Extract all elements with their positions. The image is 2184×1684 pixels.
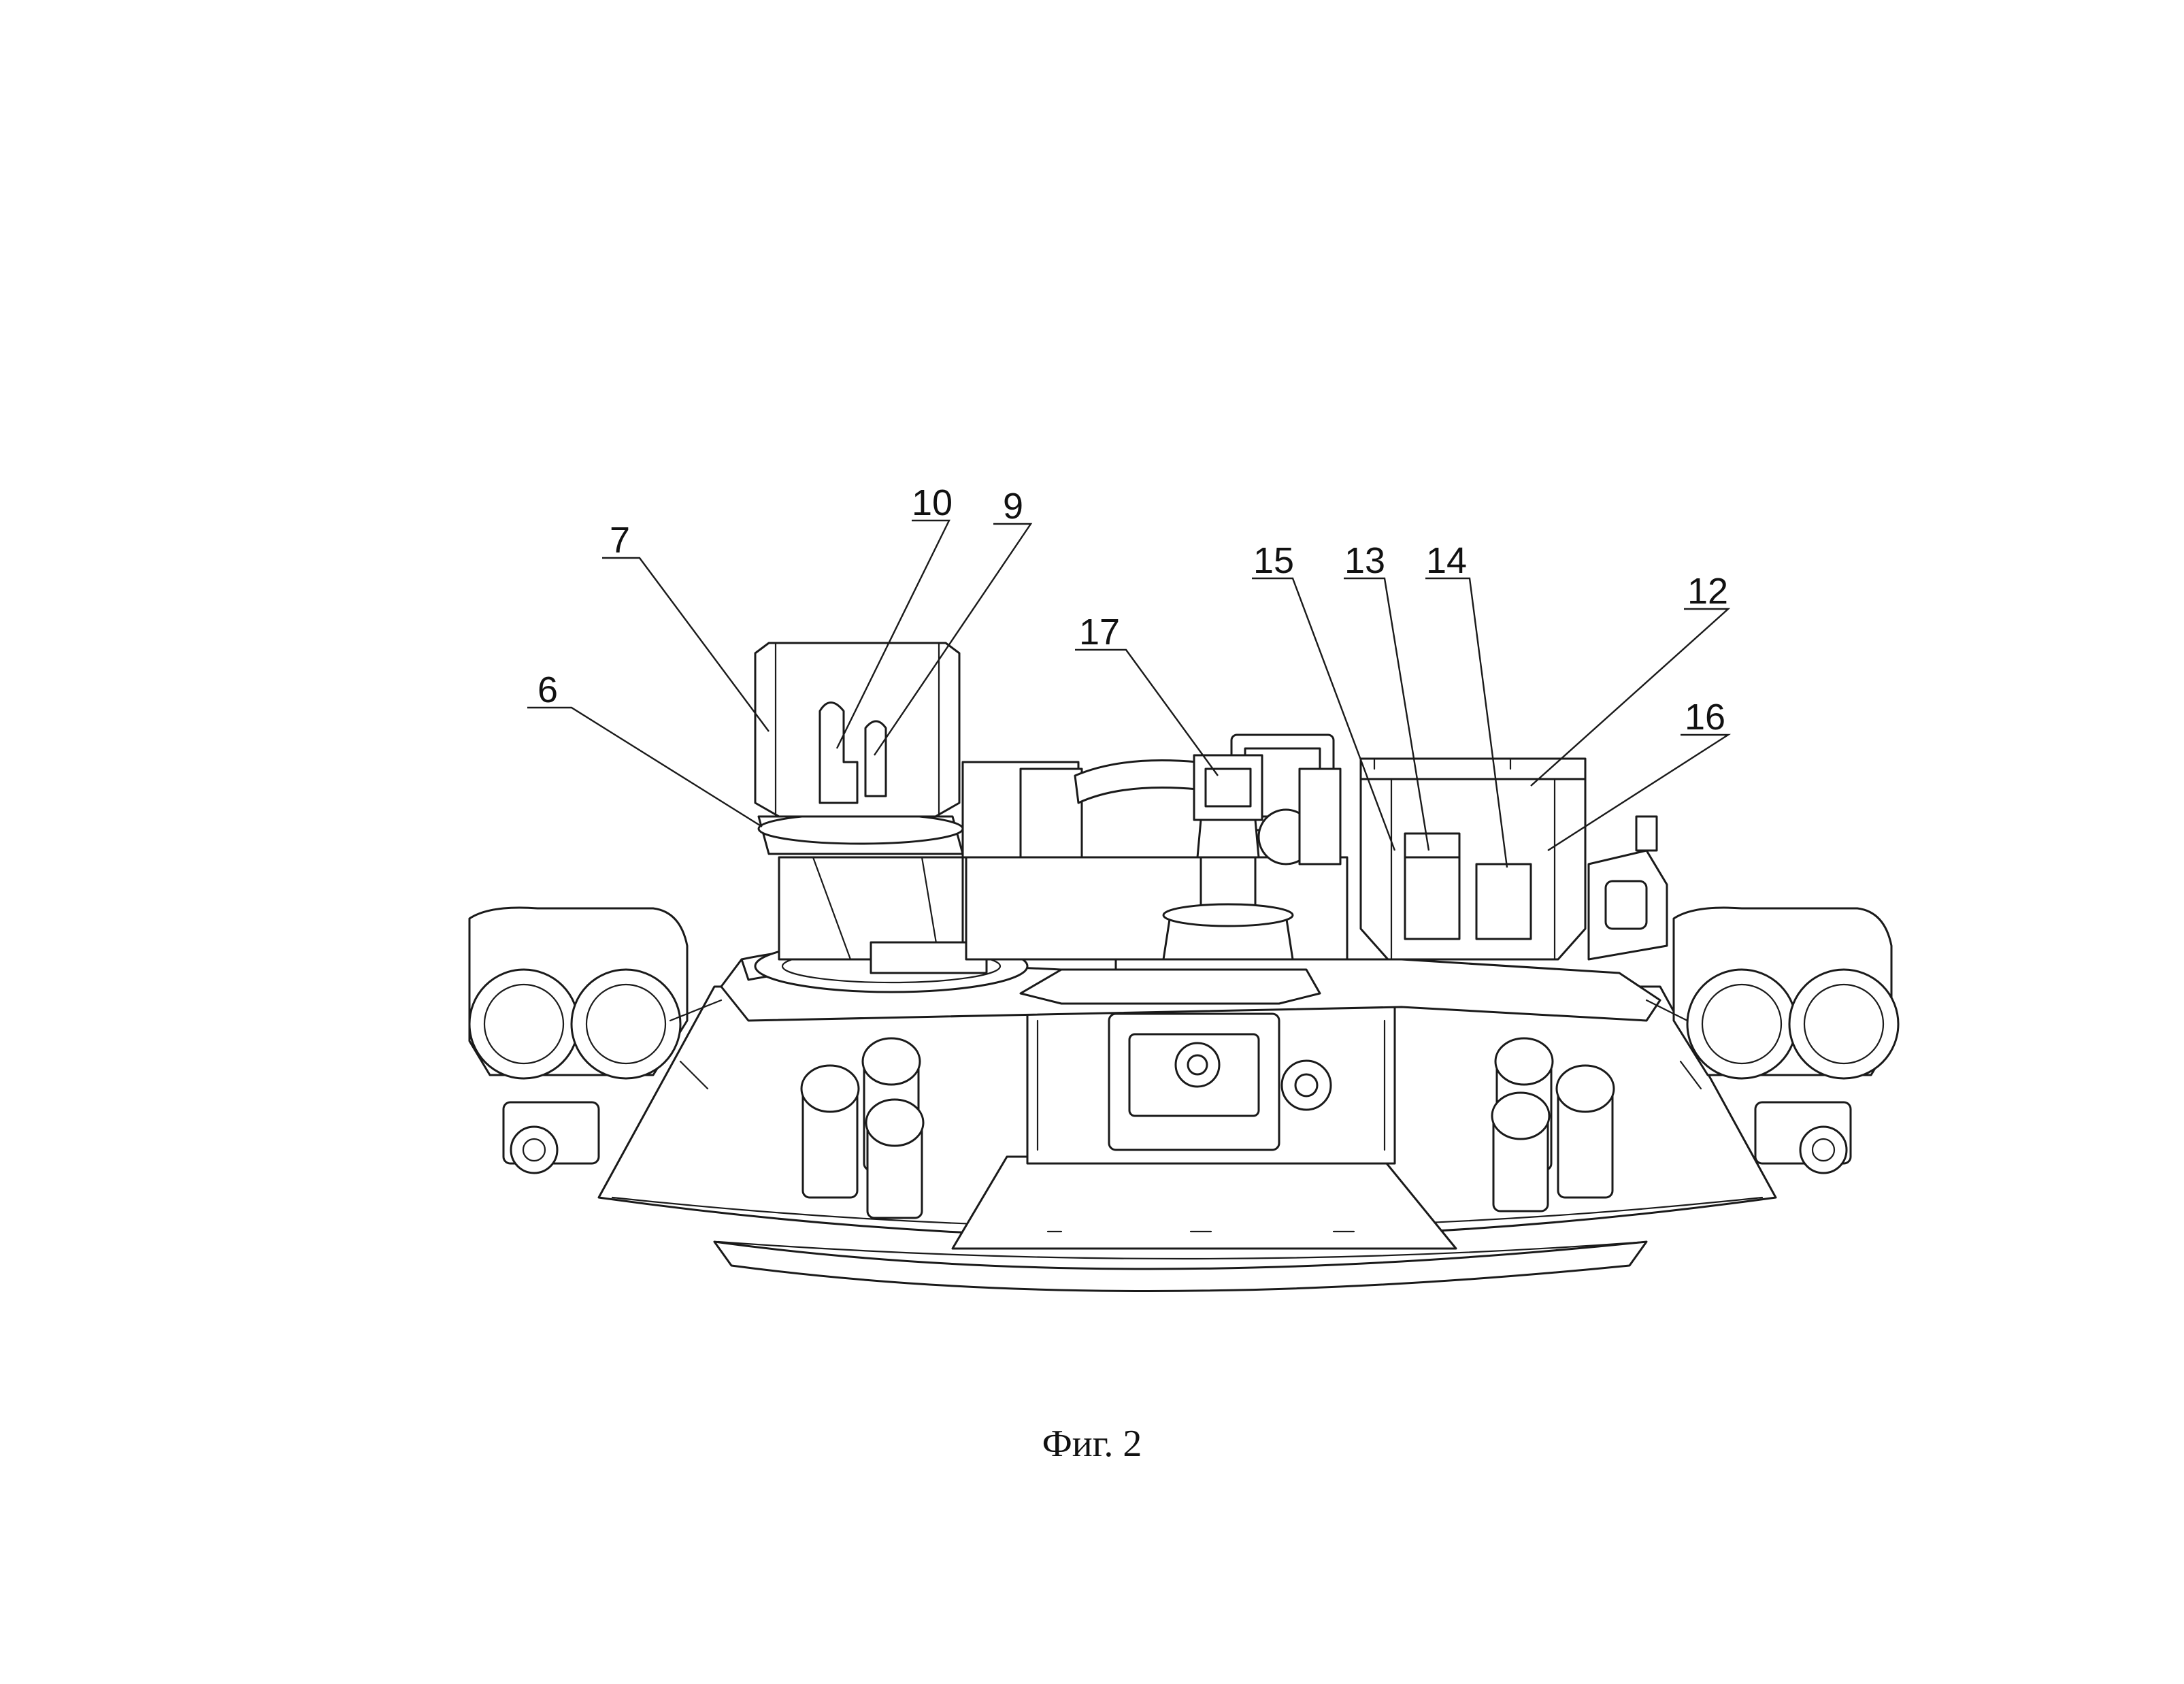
leader-9 <box>874 523 1033 756</box>
leader-17 <box>1075 648 1219 776</box>
right-grenade-tubes <box>1491 1037 1615 1212</box>
callout-16: 16 <box>1685 697 1725 738</box>
leader-12 <box>1530 608 1731 787</box>
leader-16 <box>1547 733 1732 852</box>
leader-10 <box>835 519 950 749</box>
leader-6 <box>527 706 763 828</box>
figure-caption: Фиг. 2 <box>1042 1423 1142 1465</box>
leader-15 <box>1252 577 1396 851</box>
right-launcher-pod <box>1645 906 1900 1174</box>
callout-7: 7 <box>610 520 630 561</box>
leader-lines <box>527 519 1732 868</box>
leader-7 <box>602 557 770 732</box>
callout-9: 9 <box>1003 486 1023 527</box>
left-box-assembly <box>754 642 988 974</box>
leader-14 <box>1425 577 1508 868</box>
rear-upper-modules <box>961 733 1349 961</box>
right-block <box>1359 757 1668 961</box>
callout-13: 13 <box>1344 540 1385 581</box>
left-grenade-tubes <box>800 1037 925 1219</box>
central-front-box <box>951 1006 1457 1250</box>
callout-17: 17 <box>1079 612 1120 653</box>
callout-labels: 7 6 10 9 17 15 13 14 12 16 <box>537 482 1728 738</box>
callout-14: 14 <box>1426 540 1467 581</box>
leader-13 <box>1344 577 1430 851</box>
callout-12: 12 <box>1687 571 1728 612</box>
left-launcher-pod <box>468 906 723 1174</box>
sight-column <box>1162 754 1294 961</box>
callout-10: 10 <box>912 482 953 523</box>
callout-15: 15 <box>1253 540 1294 581</box>
callout-6: 6 <box>537 670 558 710</box>
